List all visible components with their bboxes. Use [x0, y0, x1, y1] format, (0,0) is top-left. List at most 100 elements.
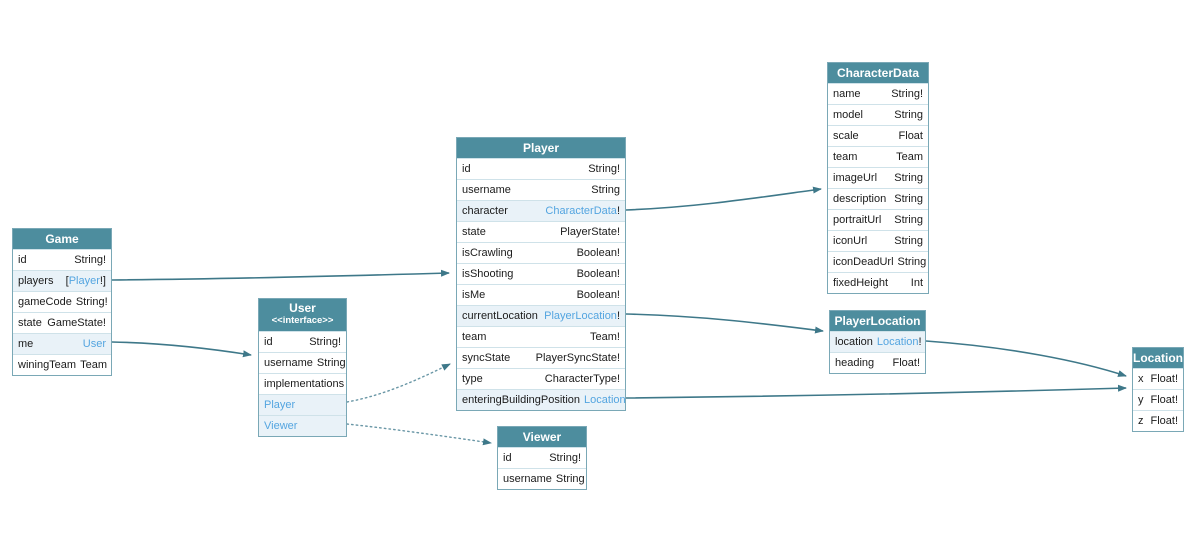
- field-type: String!: [549, 452, 581, 464]
- field-name: isMe: [462, 289, 486, 301]
- field-type: CharacterData!: [545, 205, 620, 217]
- field-type: String: [317, 357, 346, 369]
- field-type: String: [894, 235, 923, 247]
- field-name: location: [835, 336, 873, 348]
- implementation-link[interactable]: Viewer: [264, 420, 298, 432]
- field-row-player-team[interactable]: team Team!: [457, 326, 625, 347]
- type-text: String: [894, 214, 923, 226]
- type-link[interactable]: Player: [68, 275, 100, 287]
- table-header-location[interactable]: Location: [1133, 348, 1183, 368]
- field-row-user-implementations[interactable]: implementations: [259, 373, 346, 394]
- field-type: String!: [76, 296, 108, 308]
- field-row-game-id[interactable]: id String!: [13, 249, 111, 270]
- type-text: String!: [74, 254, 106, 266]
- type-text: String: [894, 172, 923, 184]
- field-type: Team!: [590, 331, 620, 343]
- type-text: String!: [588, 163, 620, 175]
- field-name: imageUrl: [833, 172, 878, 184]
- field-row-user-Viewer[interactable]: Viewer: [259, 415, 346, 436]
- type-text: GameState!: [47, 317, 106, 329]
- field-type: Team: [80, 359, 107, 371]
- field-name: players: [18, 275, 54, 287]
- type-link[interactable]: User: [82, 338, 106, 350]
- field-name: id: [18, 254, 27, 266]
- field-row-game-players[interactable]: players [Player!]: [13, 270, 111, 291]
- field-name: y: [1138, 394, 1144, 406]
- table-header-player[interactable]: Player: [457, 138, 625, 158]
- field-name: username: [264, 357, 313, 369]
- type-text: Team: [80, 359, 107, 371]
- type-text: Int: [910, 277, 923, 289]
- field-name: iconUrl: [833, 235, 868, 247]
- table-header-playerlocation[interactable]: PlayerLocation: [830, 311, 925, 331]
- type-link[interactable]: Location: [584, 394, 626, 406]
- field-row-location-y[interactable]: y Float!: [1133, 389, 1183, 410]
- field-type: String: [556, 473, 585, 485]
- table-header-viewer[interactable]: Viewer: [498, 427, 586, 447]
- field-type: Float!: [1150, 415, 1178, 427]
- field-type: String: [898, 256, 927, 268]
- field-type: Float!: [892, 357, 920, 369]
- edge-game-me-to-user: [111, 341, 252, 358]
- field-type: String: [894, 172, 923, 184]
- field-row-user-username[interactable]: username String: [259, 352, 346, 373]
- edge-player-enteringbuildingposition-to-location: [625, 384, 1127, 399]
- edge-game-players-to-player: [111, 269, 450, 281]
- field-row-characterdata-iconUrl[interactable]: iconUrl String: [828, 230, 928, 251]
- field-name: team: [462, 331, 487, 343]
- type-text: PlayerSyncState!: [535, 352, 620, 364]
- type-text: String: [555, 473, 585, 485]
- field-type: Float!: [1150, 394, 1178, 406]
- field-type: Boolean!: [577, 268, 620, 280]
- field-type: GameState!: [47, 317, 106, 329]
- table-header-characterdata[interactable]: CharacterData: [828, 63, 928, 83]
- field-row-user-Player[interactable]: Player: [259, 394, 346, 415]
- interface-stereotype-label: <<interface>>: [271, 315, 334, 326]
- field-type: String!: [309, 336, 341, 348]
- field-type: [Player!]: [66, 275, 106, 287]
- type-link[interactable]: PlayerLocation: [544, 310, 617, 322]
- type-link[interactable]: Location: [876, 336, 919, 348]
- implementation-link[interactable]: Player: [264, 399, 296, 411]
- type-link[interactable]: CharacterData: [545, 205, 617, 217]
- field-type: Float: [899, 130, 923, 142]
- type-text: String: [316, 357, 346, 369]
- field-row-characterdata-imageUrl[interactable]: imageUrl String: [828, 167, 928, 188]
- type-text: Float!: [1150, 373, 1178, 385]
- table-header-game[interactable]: Game: [13, 229, 111, 249]
- table-header-user[interactable]: User<<interface>>: [259, 299, 346, 331]
